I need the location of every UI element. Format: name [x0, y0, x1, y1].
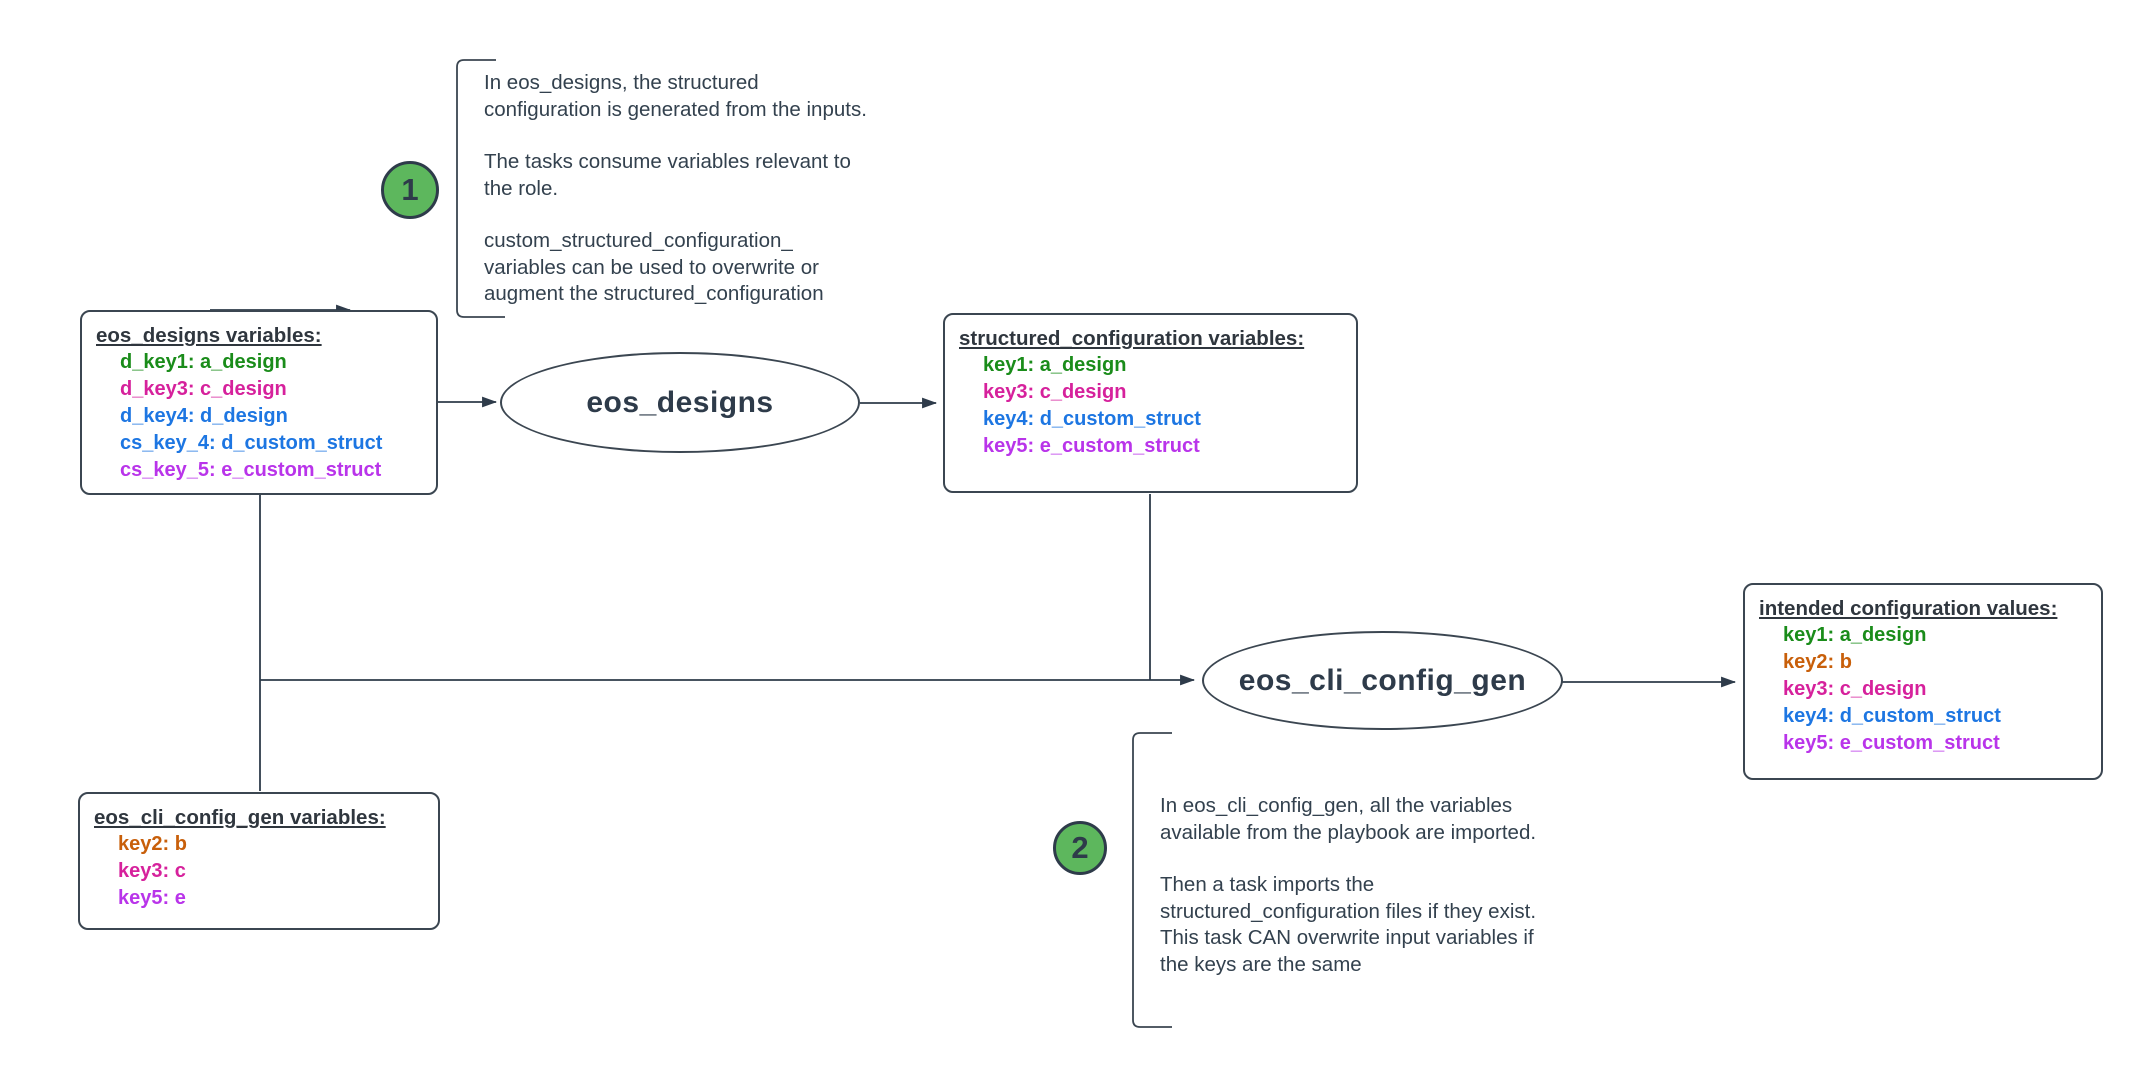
annotation-paragraph: custom_structured_configuration_ variabl…: [484, 228, 914, 308]
annotation-line: available from the playbook are imported…: [1160, 820, 1537, 844]
variable-line: key4: d_custom_struct: [983, 408, 1201, 430]
annotation-paragraph: In eos_designs, the structured configura…: [484, 70, 914, 123]
variable-line: key2: b: [118, 833, 187, 855]
annotation-line: custom_structured_configuration_: [484, 229, 793, 252]
variables-box-structured-configuration: structured_configuration variables: key1…: [943, 313, 1358, 493]
variable-line: key3: c: [118, 860, 186, 882]
variable-line: key5: e_custom_struct: [983, 435, 1200, 457]
annotation-2-text: In eos_cli_config_gen, all the variables…: [1160, 793, 1600, 1004]
annotation-1-text: In eos_designs, the structured configura…: [484, 70, 914, 334]
box-title: structured_configuration variables:: [959, 327, 1305, 350]
box-title: eos_cli_config_gen variables:: [94, 806, 386, 829]
annotation-paragraph: Then a task imports the structured_confi…: [1160, 872, 1600, 978]
annotation-paragraph: The tasks consume variables relevant to …: [484, 149, 914, 202]
step-badge-2: 2: [1053, 821, 1107, 875]
annotation-line: The tasks consume variables relevant to: [484, 150, 851, 173]
values-box-intended-configuration: intended configuration values: key1: a_d…: [1743, 583, 2103, 780]
variable-line: key3: c_design: [1783, 678, 1927, 700]
variable-line: d_key3: c_design: [120, 378, 287, 400]
process-label: eos_designs: [586, 385, 774, 419]
variable-line: d_key1: a_design: [120, 351, 287, 373]
annotation-line: In eos_designs, the structured: [484, 71, 759, 94]
annotation-paragraph: In eos_cli_config_gen, all the variables…: [1160, 793, 1600, 846]
step-number: 2: [1071, 830, 1089, 865]
variable-line: cs_key_5: e_custom_struct: [120, 459, 382, 481]
variable-line: key1: a_design: [1783, 624, 1927, 646]
box-title: intended configuration values:: [1759, 597, 2058, 620]
annotation-line: the keys are the same: [1160, 952, 1362, 976]
annotation-line: This task CAN overwrite input variables …: [1160, 926, 1534, 949]
process-node-eos-cli-config-gen: eos_cli_config_gen: [1202, 631, 1563, 730]
annotation-line: In eos_cli_config_gen, all the variables: [1160, 794, 1513, 817]
variable-line: key3: c_design: [983, 381, 1127, 403]
step-number: 1: [401, 172, 419, 207]
variable-line: key1: a_design: [983, 354, 1127, 376]
annotation-line: Then a task imports the: [1160, 873, 1375, 896]
variable-line: key5: e_custom_struct: [1783, 732, 2000, 754]
variable-line: d_key4: d_design: [120, 405, 288, 427]
annotation-line: variables can be used to overwrite or: [484, 255, 820, 279]
annotation-line: the role.: [484, 176, 559, 200]
process-node-eos-designs: eos_designs: [500, 352, 860, 453]
variables-box-eos-cli-config-gen: eos_cli_config_gen variables: key2: b ke…: [78, 792, 440, 930]
box-title: eos_designs variables:: [96, 324, 322, 347]
process-label: eos_cli_config_gen: [1238, 663, 1527, 697]
annotation-line: augment the structured_configuration: [484, 282, 824, 305]
annotation-line: configuration is generated from the inpu…: [484, 97, 867, 121]
variable-line: key4: d_custom_struct: [1783, 705, 2001, 727]
variable-line: key2: b: [1783, 651, 1852, 673]
step-badge-1: 1: [381, 161, 439, 219]
variables-box-eos-designs: eos_designs variables: d_key1: a_design …: [80, 310, 438, 495]
variable-line: key5: e: [118, 887, 186, 909]
annotation-line: structured_configuration files if they e…: [1160, 899, 1537, 923]
variable-line: cs_key_4: d_custom_struct: [120, 432, 383, 454]
